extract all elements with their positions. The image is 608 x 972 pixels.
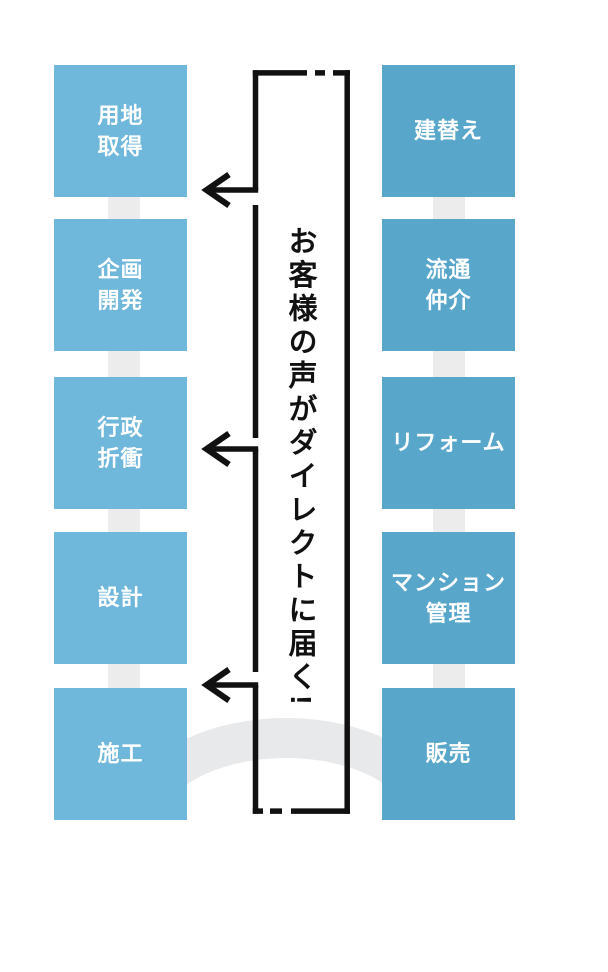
process-box-administrative-negotiation: 行政 折衝 — [54, 377, 187, 509]
process-box-land-acquisition: 用地 取得 — [54, 65, 187, 197]
left-connector-1 — [108, 197, 140, 219]
process-box-sales: 販売 — [382, 688, 515, 820]
right-connector-2 — [433, 351, 465, 377]
right-connector-1 — [433, 197, 465, 219]
process-box-distribution-brokerage: 流通 仲介 — [382, 219, 515, 351]
process-box-rebuilding: 建替え — [382, 65, 515, 197]
process-box-label: リフォーム — [391, 430, 506, 456]
process-box-label: 行政 折衝 — [97, 414, 144, 471]
right-connector-4 — [433, 664, 465, 688]
left-connector-3 — [108, 509, 140, 532]
process-box-label: マンション 管理 — [390, 569, 506, 626]
process-box-label: 設計 — [97, 585, 144, 611]
left-arrow-icon-3 — [201, 667, 231, 703]
process-box-design: 設計 — [54, 532, 187, 664]
process-box-label: 流通 仲介 — [425, 256, 472, 313]
process-box-condominium-management: マンション 管理 — [382, 532, 515, 664]
process-box-renovation: リフォーム — [382, 377, 515, 509]
center-catchphrase: お客様の声がダイレクトに届く! — [284, 226, 316, 710]
process-box-label: 建替え — [413, 118, 483, 144]
process-box-planning-development: 企画 開発 — [54, 219, 187, 351]
process-box-label: 企画 開発 — [97, 256, 144, 313]
left-arrow-icon-1 — [201, 172, 231, 208]
process-box-label: 用地 取得 — [97, 102, 144, 159]
left-connector-4 — [108, 664, 140, 688]
process-box-label: 施工 — [97, 741, 144, 767]
feedback-bracket — [206, 70, 350, 814]
arrowheads — [201, 172, 231, 703]
process-box-label: 販売 — [425, 741, 472, 767]
left-connector-2 — [108, 351, 140, 377]
left-arrow-icon-2 — [201, 431, 231, 467]
process-box-construction: 施工 — [54, 688, 187, 820]
right-connector-3 — [433, 509, 465, 532]
